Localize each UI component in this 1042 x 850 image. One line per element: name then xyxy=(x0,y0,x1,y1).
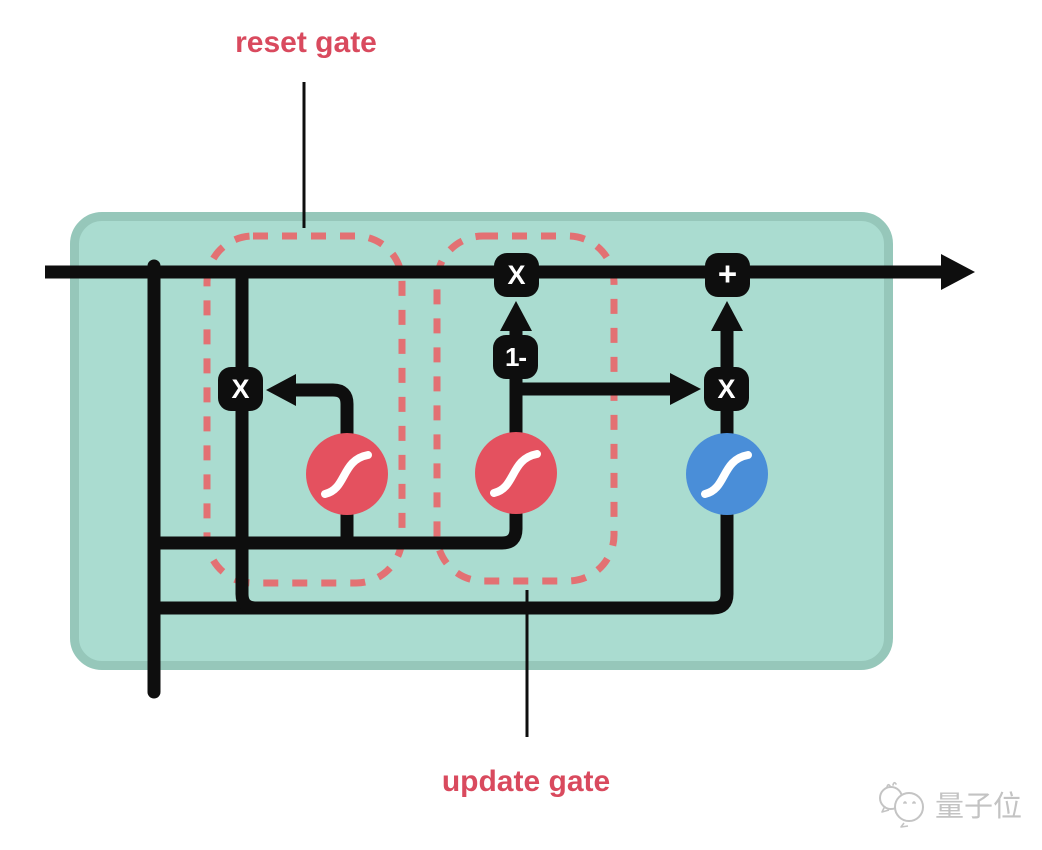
reset-gate-outline-icon xyxy=(203,232,406,587)
reset-multiply-branch-line xyxy=(235,266,257,615)
update-multiply-operator: X xyxy=(704,367,749,411)
watermark-brand-text: 量子位 xyxy=(935,791,1023,823)
reset-multiply-operator: X xyxy=(218,367,263,411)
sigmoid-curve-icon xyxy=(701,451,752,498)
one-minus-operator: 1- xyxy=(493,335,538,379)
output-arrow-icon xyxy=(941,254,975,290)
sigmoid-curve-icon xyxy=(490,450,541,497)
candidate-input-bus-line xyxy=(154,490,734,615)
update-gate-outline-icon xyxy=(433,232,618,585)
reset-gate-label: reset gate xyxy=(235,26,377,59)
reset-output-elbow-line xyxy=(294,383,354,496)
reset-arrow-icon xyxy=(266,374,296,406)
update-gate-label: update gate xyxy=(441,765,611,798)
main-multiply-operator: X xyxy=(494,253,539,297)
chat-bubbles-logo-icon xyxy=(879,781,924,828)
candidate-tanh-node xyxy=(686,433,768,515)
update-sigmoid-node xyxy=(475,432,557,514)
gate-input-bus-line xyxy=(154,490,523,550)
add-arrow-icon xyxy=(711,301,743,331)
gru-cell-body xyxy=(70,212,893,670)
one-minus-arrow-icon xyxy=(500,301,532,331)
add-operator: + xyxy=(705,253,750,297)
update-branch-arrow-icon xyxy=(670,373,701,405)
watermark: 量子位 xyxy=(876,780,1022,828)
reset-sigmoid-node xyxy=(306,433,388,515)
sigmoid-curve-icon xyxy=(321,451,372,498)
